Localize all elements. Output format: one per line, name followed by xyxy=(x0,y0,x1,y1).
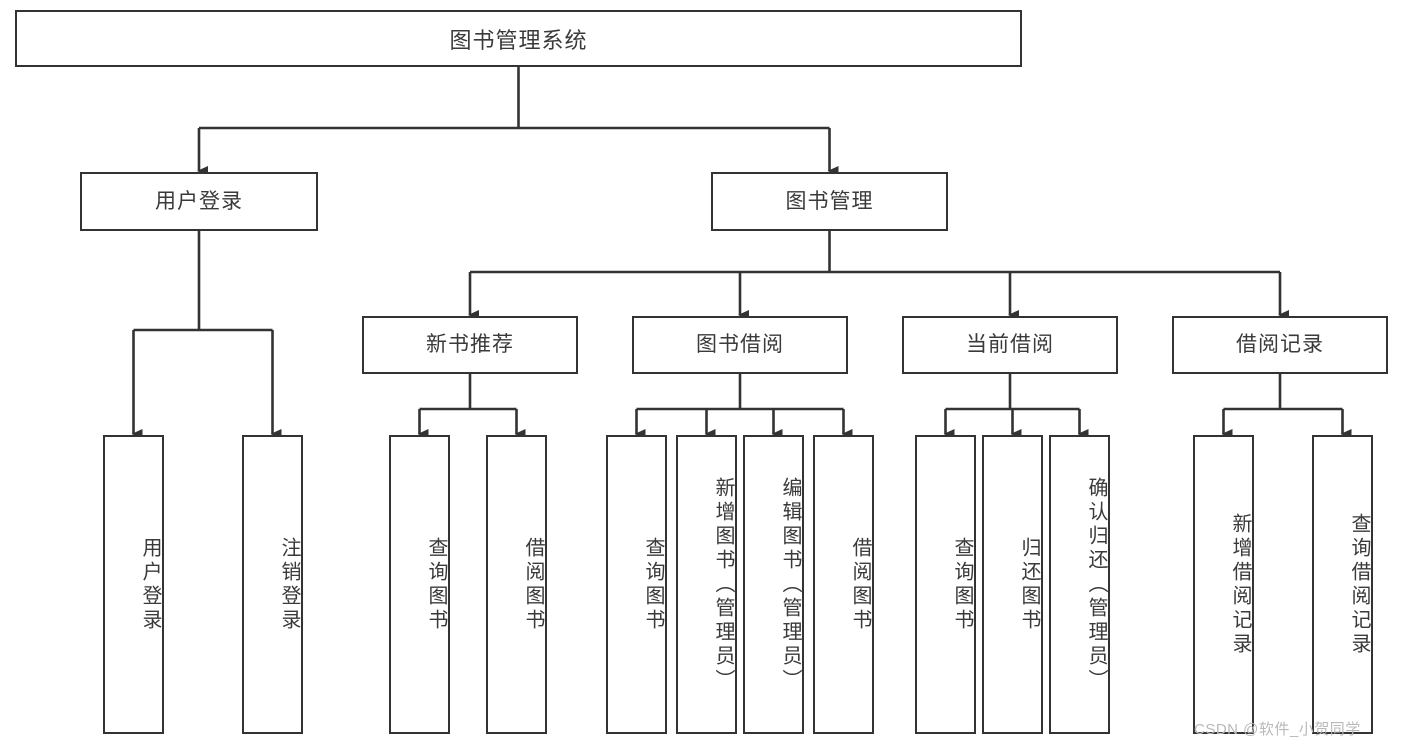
node-label: 查询图书 xyxy=(642,536,664,633)
node-label: 归还图书 xyxy=(1018,536,1040,633)
node-leaf-query-record[interactable]: 查询借阅记录 xyxy=(1312,435,1373,734)
node-label: 图书管理 xyxy=(785,189,874,213)
node-leaf-add-book[interactable]: 新增图书（管理员） xyxy=(676,435,737,734)
node-leaf-logout-login[interactable]: 注销登录 xyxy=(242,435,303,734)
node-label: 借阅图书 xyxy=(522,536,544,633)
node-borrow-record[interactable]: 借阅记录 xyxy=(1172,316,1388,374)
node-leaf-return-book[interactable]: 归还图书 xyxy=(982,435,1043,734)
node-label: 借阅图书 xyxy=(849,536,871,633)
node-leaf-query-book-1[interactable]: 查询图书 xyxy=(389,435,450,734)
node-label: 用户登录 xyxy=(155,189,243,213)
node-label: 编辑图书（管理员） xyxy=(779,476,801,693)
node-leaf-borrow-book-2[interactable]: 借阅图书 xyxy=(813,435,874,734)
node-label: 当前借阅 xyxy=(966,333,1054,357)
node-leaf-confirm-return[interactable]: 确认归还（管理员） xyxy=(1049,435,1110,734)
node-leaf-borrow-book-1[interactable]: 借阅图书 xyxy=(486,435,547,734)
node-label: 查询图书 xyxy=(425,536,447,633)
node-label: 新增图书（管理员） xyxy=(712,476,734,693)
node-user-login[interactable]: 用户登录 xyxy=(80,172,318,231)
node-label: 新增借阅记录 xyxy=(1229,512,1251,657)
node-leaf-add-record[interactable]: 新增借阅记录 xyxy=(1193,435,1254,734)
node-label: 借阅记录 xyxy=(1236,333,1324,357)
node-label: 查询借阅记录 xyxy=(1348,512,1370,657)
node-label: 用户登录 xyxy=(139,536,161,633)
node-leaf-edit-book[interactable]: 编辑图书（管理员） xyxy=(743,435,804,734)
node-leaf-query-book-2[interactable]: 查询图书 xyxy=(606,435,667,734)
node-label: 注销登录 xyxy=(278,536,300,633)
node-label: 图书借阅 xyxy=(696,333,784,357)
node-book-borrow[interactable]: 图书借阅 xyxy=(632,316,848,374)
node-leaf-query-book-3[interactable]: 查询图书 xyxy=(915,435,976,734)
node-current-borrow[interactable]: 当前借阅 xyxy=(902,316,1118,374)
node-label: 查询图书 xyxy=(951,536,973,633)
csdn-watermark: CSDN @软件_小贺同学 xyxy=(1194,721,1361,738)
node-label: 图书管理系统 xyxy=(449,27,588,53)
node-label: 确认归还（管理员） xyxy=(1085,476,1107,693)
node-new-book-recommend[interactable]: 新书推荐 xyxy=(362,316,578,374)
node-book-manage[interactable]: 图书管理 xyxy=(711,172,948,231)
node-root-system[interactable]: 图书管理系统 xyxy=(15,10,1022,67)
node-label: 新书推荐 xyxy=(426,333,514,357)
node-leaf-user-login[interactable]: 用户登录 xyxy=(103,435,164,734)
